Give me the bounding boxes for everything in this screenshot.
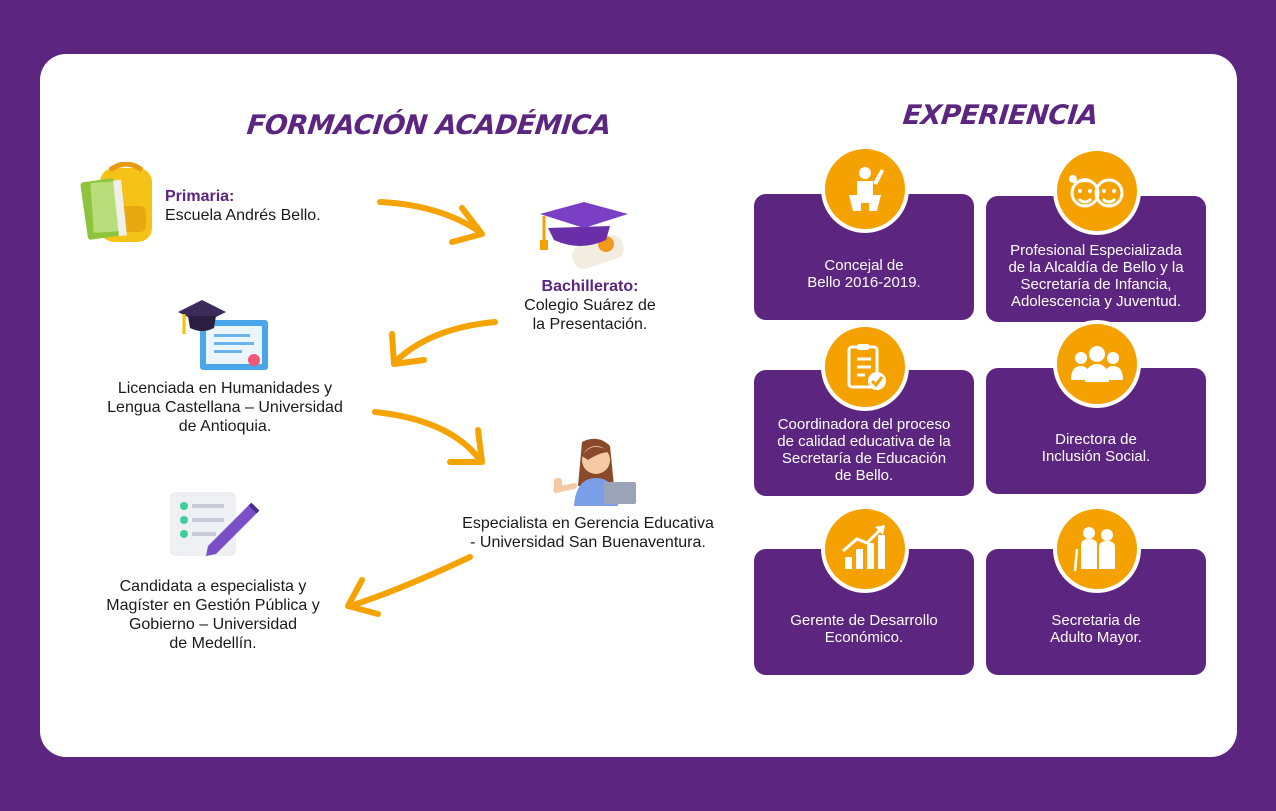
elderly-couple-icon — [1053, 505, 1141, 593]
candidata-line-1: Candidata a especialista y — [119, 578, 307, 595]
exp-line: Económico. — [824, 629, 904, 646]
edu-licenciada: Licenciada en Humanidades y Lengua Caste… — [80, 379, 370, 436]
exp-line: de calidad educativa de la — [777, 433, 951, 450]
especialista-line-2: - Universidad San Buenaventura. — [470, 534, 706, 551]
exp-line: de Bello. — [834, 467, 894, 484]
licenciada-line-3: de Antioquia. — [178, 418, 272, 435]
exp-line: Coordinadora del proceso — [777, 416, 951, 433]
document-pen-icon — [170, 492, 260, 556]
especialista-line-1: Especialista en Gerencia Educativa — [462, 515, 714, 532]
exp-line: Secretaria de — [1051, 612, 1141, 629]
arrow-bachillerato-licenciada — [389, 319, 498, 367]
graduation-cap-icon — [540, 202, 628, 269]
exp-line: Secretaría de Infancia, — [1020, 276, 1172, 293]
edu-primaria: Primaria: Escuela Andrés Bello. — [165, 187, 321, 225]
primaria-text: Escuela Andrés Bello. — [165, 207, 321, 224]
children-faces-icon — [1053, 147, 1141, 235]
backpack-icon — [80, 162, 152, 242]
growth-chart-icon — [821, 505, 909, 593]
arrow-licenciada-especialista — [372, 409, 485, 465]
bachillerato-heading: Bachillerato: — [541, 278, 639, 295]
arrow-especialista-candidata — [345, 554, 473, 617]
licenciada-line-1: Licenciada en Humanidades y — [117, 380, 333, 397]
exp-line: Secretaría de Educación — [781, 450, 947, 467]
exp-line: Inclusión Social. — [1041, 448, 1151, 465]
exp-line: Adolescencia y Juventud. — [1010, 293, 1182, 310]
candidata-line-4: de Medellín. — [169, 635, 257, 652]
exp-line: Profesional Especializada — [1010, 242, 1182, 259]
candidata-line-2: Magíster en Gestión Pública y — [106, 597, 320, 614]
primaria-heading: Primaria: — [165, 188, 235, 205]
exp-line: Directora de — [1055, 431, 1137, 448]
exp-line: de la Alcaldía de Bello y la — [1008, 259, 1184, 276]
woman-laptop-icon — [553, 438, 636, 506]
podium-speaker-icon — [821, 145, 909, 233]
exp-line: Bello 2016-2019. — [807, 274, 921, 291]
edu-especialista: Especialista en Gerencia Educativa - Uni… — [440, 514, 736, 552]
clipboard-check-icon — [821, 323, 909, 411]
arrow-primaria-bachillerato — [377, 199, 485, 245]
bachillerato-line-2: la Presentación. — [532, 316, 648, 333]
edu-candidata: Candidata a especialista y Magíster en G… — [88, 577, 338, 653]
bachillerato-line-1: Colegio Suárez de — [524, 297, 656, 314]
candidata-line-3: Gobierno – Universidad — [128, 616, 298, 633]
group-people-icon — [1053, 320, 1141, 408]
licenciada-line-2: Lengua Castellana – Universidad — [107, 399, 343, 416]
exp-line: Concejal de — [824, 257, 904, 274]
certificate-icon — [178, 300, 268, 370]
exp-line: Adulto Mayor. — [1050, 629, 1142, 646]
exp-line: Gerente de Desarrollo — [790, 612, 938, 629]
edu-bachillerato: Bachillerato: Colegio Suárez de la Prese… — [500, 277, 680, 334]
